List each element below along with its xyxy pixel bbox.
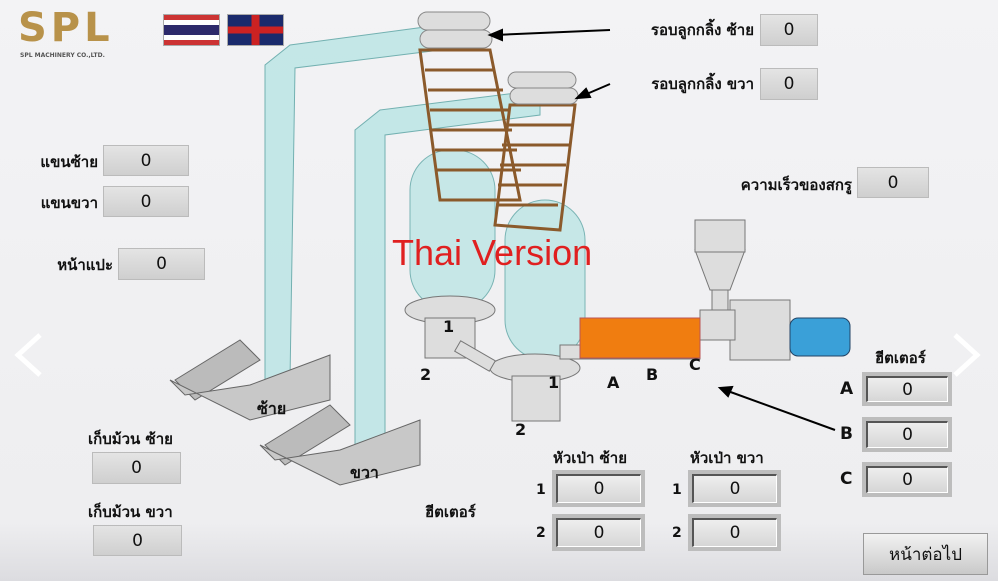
- face-value: 0: [118, 248, 205, 280]
- winder-right-label: เก็บม้วน ขวา: [88, 503, 173, 521]
- heater-b-label: B: [840, 424, 853, 444]
- heater-c-label: C: [840, 469, 853, 489]
- arm-right-label: แขนขวา: [40, 194, 98, 212]
- die-right-2-value: 0: [688, 514, 781, 551]
- roller-right-label: รอบลูกกลิ้ง ขวา: [651, 75, 754, 93]
- heater-c-value: 0: [862, 462, 952, 497]
- zone-b-tag: B: [646, 365, 659, 384]
- die-label-1b: 1: [548, 373, 560, 392]
- zone-a-tag: A: [607, 373, 620, 392]
- uk-flag-icon[interactable]: [227, 14, 284, 46]
- heater-a-value: 0: [862, 372, 952, 406]
- die-label-2a: 2: [420, 365, 432, 384]
- winder-right-tag: ขวา: [350, 463, 379, 482]
- roller-right-value: 0: [760, 68, 818, 100]
- die-left-2-value: 0: [552, 514, 645, 551]
- face-label: หน้าแปะ: [57, 256, 113, 274]
- logo-subtitle: SPL MACHINERY CO.,LTD.: [20, 52, 105, 59]
- screw-speed-label: ความเร็วของสกรู: [740, 176, 852, 194]
- next-page-arrow[interactable]: [945, 330, 985, 380]
- die-left-row2-label: 2: [536, 525, 546, 541]
- winder-left-tag: ซ้าย: [257, 399, 287, 418]
- watermark-text: Thai Version: [392, 232, 593, 273]
- heater-a-label: A: [840, 379, 854, 399]
- heater-b-value: 0: [862, 417, 952, 452]
- prev-chevron-icon: [14, 333, 42, 377]
- winder-left-label: เก็บม้วน ซ้าย: [88, 430, 173, 448]
- die-left-row1-label: 1: [536, 482, 546, 498]
- winder-right-value: 0: [93, 525, 182, 556]
- roller-left-label: รอบลูกกลิ้ง ซ้าย: [650, 21, 754, 39]
- zone-c-tag: C: [689, 355, 701, 374]
- die-right-row1-label: 1: [672, 482, 682, 498]
- die-right-row2-label: 2: [672, 525, 682, 541]
- next-page-button[interactable]: หน้าต่อไป: [863, 533, 988, 575]
- heater-title: ฮีตเตอร์: [875, 349, 926, 367]
- roller-left-value: 0: [760, 14, 818, 46]
- next-chevron-icon: [953, 333, 981, 377]
- die-left-label: หัวเป่า ซ้าย: [553, 449, 627, 467]
- logo: SPL: [18, 5, 114, 51]
- die-right-label: หัวเป่า ขวา: [690, 449, 764, 467]
- prev-page-arrow[interactable]: [10, 330, 50, 380]
- die-label-2b: 2: [515, 420, 527, 439]
- die-right-1-value: 0: [688, 470, 781, 507]
- arm-right-value: 0: [103, 186, 189, 217]
- winder-left-value: 0: [92, 452, 181, 484]
- thai-flag-icon[interactable]: [163, 14, 220, 46]
- arm-left-value: 0: [103, 145, 189, 176]
- arm-left-label: แขนซ้าย: [40, 153, 98, 171]
- die-label-1a: 1: [443, 317, 455, 336]
- screw-speed-value: 0: [857, 167, 929, 198]
- die-heater-label: ฮีตเตอร์: [425, 503, 476, 521]
- die-left-1-value: 0: [552, 470, 645, 507]
